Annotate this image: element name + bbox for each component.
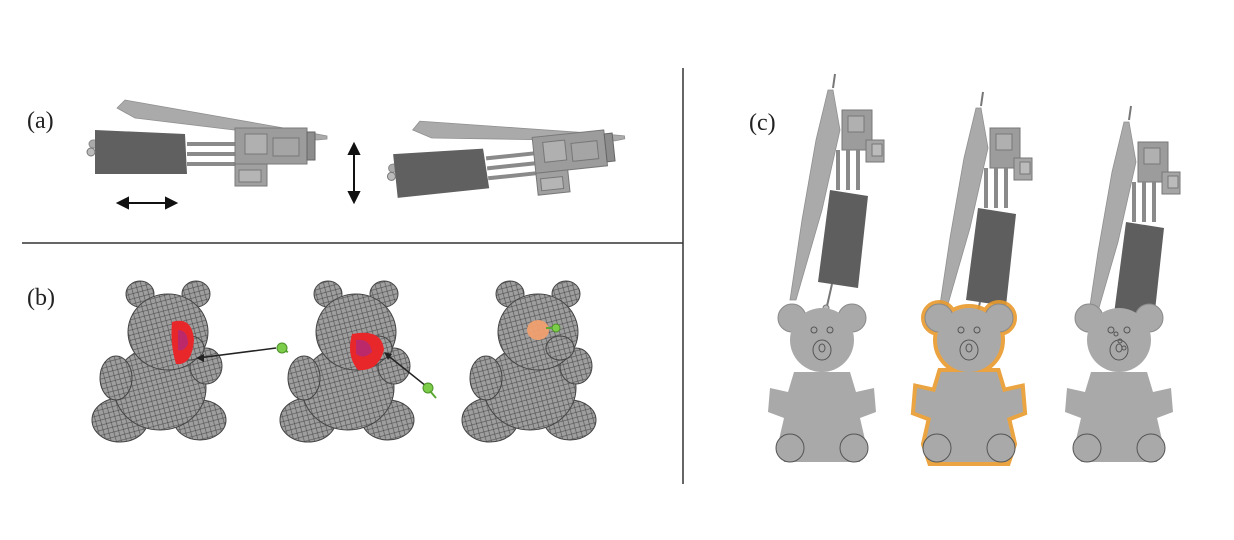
contact-dots xyxy=(1113,331,1127,351)
device-left xyxy=(86,99,328,187)
panel-label-c: (c) xyxy=(749,110,776,136)
panel-label-b: (b) xyxy=(27,285,55,311)
bear-silhouette-3 xyxy=(1064,303,1174,463)
bear-silhouette-1 xyxy=(767,303,877,463)
vertical-arrow xyxy=(347,141,361,205)
horizontal-arrow xyxy=(115,196,179,210)
probe-ray-2 xyxy=(385,353,427,387)
bear-silhouette-2 xyxy=(910,300,1028,466)
probe-1 xyxy=(276,342,289,354)
bear-mesh-1 xyxy=(91,280,227,443)
bear-mesh-3 xyxy=(461,280,597,443)
probe-ray-1 xyxy=(197,347,277,359)
contact-region-3 xyxy=(527,320,549,340)
probe-3 xyxy=(546,323,561,333)
probe-2 xyxy=(422,382,437,399)
device-c3 xyxy=(1085,105,1181,344)
device-c2 xyxy=(937,91,1033,330)
panel-label-a: (a) xyxy=(27,108,54,134)
panel-b xyxy=(91,280,597,443)
device-right xyxy=(381,99,631,212)
panel-a xyxy=(86,99,631,212)
bear-mesh-2 xyxy=(279,280,415,443)
device-c1 xyxy=(789,73,885,312)
panel-c xyxy=(767,73,1181,466)
